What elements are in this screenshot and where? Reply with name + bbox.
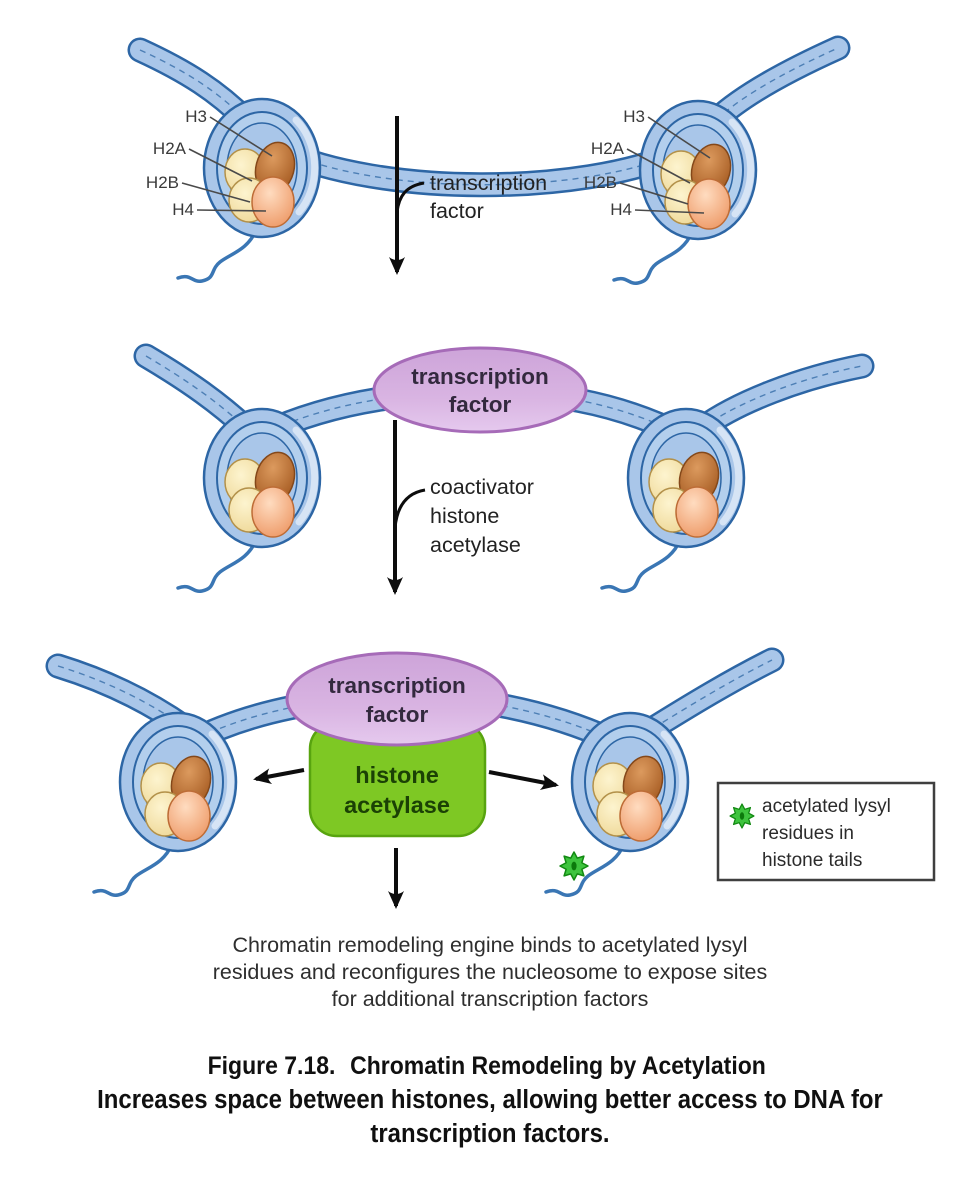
nucleosome [94,713,236,895]
histone-label-h4: H4 [610,200,632,219]
step-arrow-coactivator: coactivator histone acetylase [387,420,534,595]
legend-line: acetylated lysyl [762,796,891,817]
tf-label-line: transcription [411,364,549,389]
panel-tf-bound: transcription factor coactivator histone… [133,343,875,595]
histone-label-h2b: H2B [584,173,617,192]
enzyme-label-line: histone [355,762,439,788]
histone-labels-left: H3 H2A H2B H4 [146,107,273,219]
caption-line: for additional transcription factors [332,987,649,1011]
histone-label-h3: H3 [623,107,645,126]
tf-label-line: factor [449,392,512,417]
histone-acetylase-box: histone acetylase [308,720,487,838]
arrow-label-line: coactivator [430,475,534,499]
figure-subtitle-line: transcription factors. [370,1119,609,1148]
arrow-label-line: acetylase [430,533,521,557]
nucleosome [178,409,320,591]
legend-line: residues in [762,823,854,844]
histone-label-h3: H3 [185,107,207,126]
histone-label-h4: H4 [172,200,194,219]
histone-labels-right: H3 H2A H2B H4 [584,107,711,219]
figure-number: Figure 7.18. [208,1052,336,1080]
tf-label-line: factor [366,702,429,727]
panel-remodeled-chromatin: histone acetylase transcription factor a… [45,647,936,909]
nucleosome [602,409,744,591]
step-arrow-transcription-factor: transcription factor [389,116,547,275]
enzyme-label-line: acetylase [344,792,450,818]
figure-caption: Figure 7.18. Chromatin Remodeling by Ace… [97,1052,883,1148]
transcription-factor-ellipse: transcription factor [372,346,588,434]
arrow-label-line: factor [430,199,484,223]
acetyl-starburst-icon [729,803,755,829]
legend-line: histone tails [762,850,862,871]
arrow-label-line: transcription [430,171,547,195]
nucleosome [178,99,320,281]
histone-label-h2a: H2A [591,139,625,158]
caption-line: residues and reconfigures the nucleosome… [213,960,768,984]
nucleosome [614,101,756,283]
figure-subtitle-line: Increases space between histones, allowi… [97,1085,883,1114]
push-right-arrow [488,770,559,790]
figure-title: Chromatin Remodeling by Acetylation [350,1052,766,1080]
histone-label-h2a: H2A [153,139,187,158]
caption-line: Chromatin remodeling engine binds to ace… [232,933,747,957]
tf-label-line: transcription [328,673,466,698]
arrow-label-line: histone [430,504,499,528]
push-left-arrow [253,768,305,785]
diagram-caption: Chromatin remodeling engine binds to ace… [213,933,768,1011]
transcription-factor-ellipse: transcription factor [285,651,509,747]
histone-label-h2b: H2B [146,173,179,192]
panel-closed-chromatin: H3 H2A H2B H4 H3 H2A H2B H4 transcriptio… [127,35,851,283]
acetyl-starburst-icon [559,851,589,881]
legend: acetylated lysyl residues in histone tai… [716,781,936,882]
